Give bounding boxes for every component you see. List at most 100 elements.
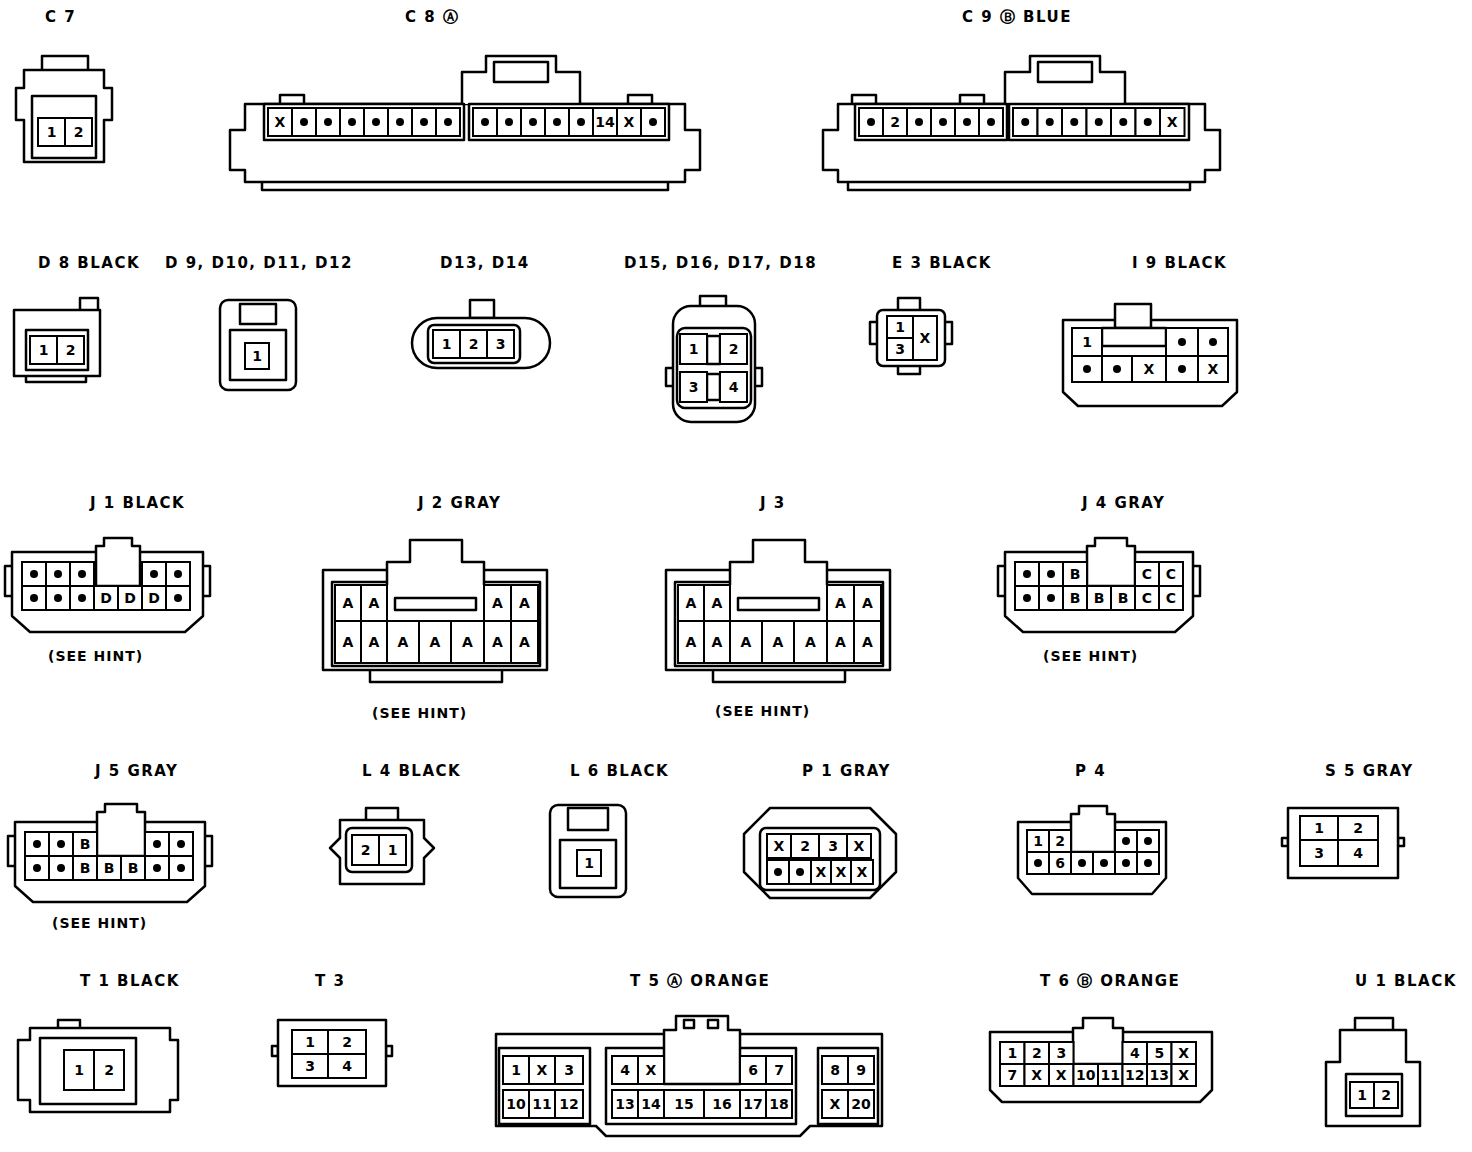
pin-number: X	[1132, 356, 1166, 382]
pin-dot	[1122, 837, 1130, 845]
pin-cell	[169, 832, 193, 856]
pin-cell	[955, 108, 979, 136]
pin-cell	[1093, 852, 1115, 874]
pin-cell	[859, 108, 883, 136]
pin-number: C	[1159, 586, 1183, 610]
pin-cell	[1147, 1064, 1172, 1086]
pin-cell	[1071, 852, 1093, 874]
pin-cell	[1198, 356, 1228, 382]
pin-cell	[1063, 586, 1087, 610]
pin-cell	[1102, 356, 1132, 382]
pin-number: 2	[1338, 816, 1378, 840]
pin-number: 2	[94, 1050, 124, 1090]
pin-cell	[854, 585, 881, 621]
pin-dot	[33, 840, 41, 848]
pin-number: A	[854, 621, 881, 663]
connector-code: U 1 BLACK	[1355, 972, 1457, 990]
pin-number: 2	[720, 334, 747, 364]
connector-face: E 3 BLACK	[866, 252, 1006, 376]
pin-cell	[545, 108, 569, 136]
pin-cell	[1137, 830, 1159, 852]
pin-cell	[529, 1090, 555, 1118]
pin-number: B	[73, 856, 97, 880]
pin-dot	[1078, 859, 1086, 867]
connector-code: T 3	[315, 972, 345, 990]
pin-cell	[25, 856, 49, 880]
pin-dot	[649, 118, 657, 126]
connector-face: T 5 Ⓐ ORANGE	[492, 970, 886, 1140]
pin-dot	[987, 118, 995, 126]
pin-cell	[145, 856, 169, 880]
pin-number: 2	[1374, 1082, 1398, 1108]
pin-number: X	[851, 860, 873, 884]
pin-number: 6	[1049, 852, 1071, 874]
connector-code: C 7	[45, 8, 76, 26]
pin-number: C	[1135, 586, 1159, 610]
pin-cell	[1172, 1042, 1197, 1064]
connector-face: P 1 GRAY	[740, 760, 900, 900]
pin-number: C	[1159, 562, 1183, 586]
pin-cell	[612, 1056, 638, 1084]
pin-cell	[1038, 108, 1063, 136]
pin-cell	[245, 343, 269, 369]
pin-cell	[46, 586, 70, 610]
pin-cells	[22, 108, 1398, 1118]
pin-cell	[361, 585, 387, 621]
pin-cell	[118, 586, 142, 610]
pin-cell	[1338, 840, 1378, 866]
pin-cell	[767, 834, 791, 858]
connector-code: J 3	[760, 494, 786, 512]
pin-dot	[57, 840, 65, 848]
pin-dot	[1178, 365, 1186, 373]
pin-number: 2	[791, 834, 819, 858]
pin-cell	[1015, 586, 1039, 610]
pin-number: 3	[555, 1056, 583, 1084]
pin-cell	[740, 1090, 766, 1118]
pin-cell	[412, 108, 436, 136]
pin-number: 1	[1300, 816, 1338, 840]
pin-cell	[1123, 1064, 1148, 1086]
pin-cell	[678, 621, 704, 663]
pin-cell	[1074, 1064, 1099, 1086]
pin-cell	[145, 832, 169, 856]
pin-number: 2	[328, 1030, 366, 1054]
pin-number: B	[1087, 586, 1111, 610]
pin-cell	[460, 330, 487, 358]
pin-cell	[1111, 586, 1135, 610]
pin-cell	[70, 562, 94, 586]
connector-face: P 4	[1012, 760, 1172, 896]
pin-number: A	[704, 585, 730, 621]
pin-cell	[848, 1090, 874, 1118]
pin-cell	[1049, 1042, 1074, 1064]
pin-cell	[887, 338, 913, 360]
pin-dot	[1122, 859, 1130, 867]
pin-number: 1	[30, 336, 57, 364]
pin-dot	[177, 864, 185, 872]
pin-dot	[396, 118, 404, 126]
pin-dot	[174, 594, 182, 602]
pin-cell	[740, 1056, 766, 1084]
pin-number: A	[484, 621, 511, 663]
pin-cell	[847, 834, 871, 858]
pin-number: 1	[887, 316, 913, 338]
pin-dot	[57, 864, 65, 872]
pin-number: B	[73, 832, 97, 856]
pin-cell	[638, 1056, 664, 1084]
pin-cell	[1027, 852, 1049, 874]
connector-code: T 1 BLACK	[80, 972, 180, 990]
pin-number: A	[678, 621, 704, 663]
pin-cell	[142, 562, 166, 586]
pin-dot	[1070, 118, 1078, 126]
pin-number: A	[762, 621, 794, 663]
pin-number: 3	[819, 834, 847, 858]
connector-face: T 3	[270, 970, 394, 1090]
pin-number: A	[387, 621, 419, 663]
pin-dot	[324, 118, 332, 126]
pin-number: 15	[664, 1090, 704, 1118]
pin-cell	[451, 621, 484, 663]
pin-number: 2	[883, 108, 907, 136]
pin-cell	[387, 621, 419, 663]
pin-cell	[854, 621, 881, 663]
pin-cell	[1062, 108, 1087, 136]
